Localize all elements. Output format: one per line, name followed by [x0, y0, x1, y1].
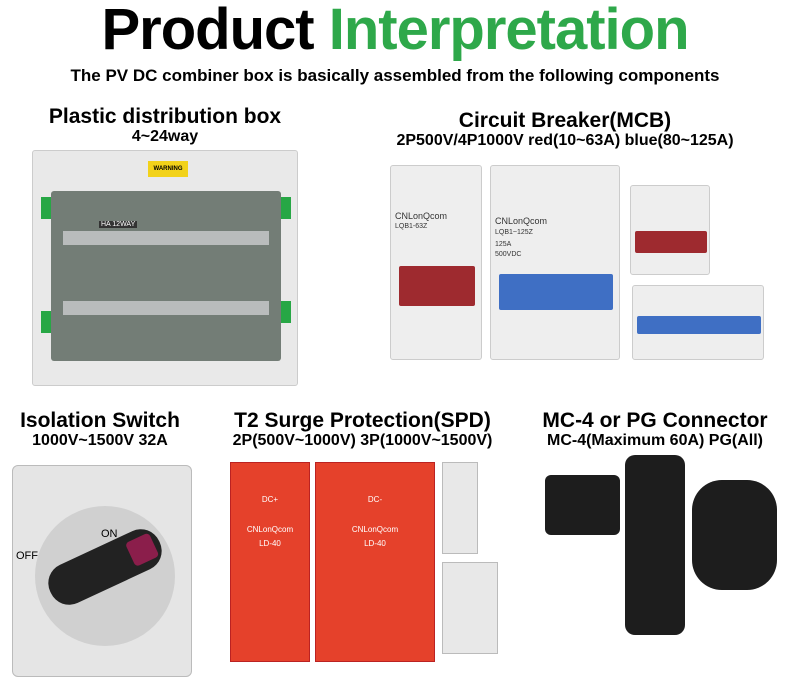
- mcb-red-4p-image: [630, 185, 710, 275]
- brand-label: CNLonQcom: [246, 525, 294, 534]
- isolation-switch-image: ON OFF: [12, 465, 192, 677]
- title-black: Product: [101, 0, 314, 62]
- section-title: T2 Surge Protection(SPD): [234, 409, 491, 432]
- box-lid: [51, 191, 281, 361]
- subtitle: The PV DC combiner box is basically asse…: [70, 66, 720, 85]
- title-green: Interpretation: [328, 0, 690, 62]
- model-label: LQB1-63Z: [395, 223, 428, 230]
- section-spec: MC-4(Maximum 60A) PG(All): [546, 432, 764, 449]
- section-title: MC-4 or PG Connector: [542, 409, 768, 432]
- brand-label: CNLonQcom: [351, 525, 399, 534]
- warning-label: WARNING: [148, 161, 188, 177]
- section-spec: 4~24way: [131, 128, 199, 145]
- blue-toggle: [499, 274, 613, 310]
- red-toggle: [635, 231, 707, 253]
- spd-gray-3p-image: [442, 562, 498, 654]
- page-title: Product Interpretation: [0, 0, 790, 63]
- din-rail: [63, 231, 269, 245]
- latch: [281, 301, 291, 323]
- rating-label: 125A: [495, 241, 512, 248]
- brand-label: CNLonQcom: [395, 211, 448, 221]
- spd-2p-image: DC+ CNLonQcom LD-40: [230, 462, 310, 662]
- spd-gray-2p-image: [442, 462, 478, 554]
- mcb-blue-4p-image: [632, 285, 764, 360]
- model-label: LQB1~125Z: [495, 229, 533, 236]
- section-spd-header: T2 Surge Protection(SPD)2P(500V~1000V) 3…: [200, 410, 525, 450]
- section-title: Plastic distribution box: [48, 105, 282, 128]
- section-title: Circuit Breaker(MCB): [458, 109, 672, 132]
- dc-plus-label: DC+: [261, 495, 279, 504]
- pg-connector-image: [692, 480, 777, 590]
- section-title: Isolation Switch: [20, 409, 180, 432]
- ways-label: HA 12WAY: [99, 221, 138, 228]
- mcb-red-2p-image: CNLonQcom LQB1-63Z: [390, 165, 482, 360]
- section-spec: 2P(500V~1000V) 3P(1000V~1500V): [232, 432, 493, 449]
- dc-minus-label: DC-: [367, 495, 383, 504]
- blue-toggle: [637, 316, 761, 334]
- red-toggle: [399, 266, 475, 306]
- mc4-connector-image: [545, 475, 620, 535]
- section-mcb-header: Circuit Breaker(MCB)2P500V/4P1000V red(1…: [340, 110, 790, 150]
- voltage-label: 500VDC: [495, 251, 522, 258]
- model-label: LD-40: [259, 539, 281, 548]
- off-label: OFF: [16, 550, 38, 562]
- latch: [41, 197, 51, 219]
- distribution-box-image: WARNING HA 12WAY: [32, 150, 298, 386]
- latch: [281, 197, 291, 219]
- mcb-blue-2p-image: CNLonQcom LQB1~125Z 125A 500VDC: [490, 165, 620, 360]
- mc4-connector-pair-image: [625, 455, 685, 635]
- section-spec: 2P500V/4P1000V red(10~63A) blue(80~125A): [396, 132, 734, 149]
- model-label: LD-40: [364, 539, 386, 548]
- on-label: ON: [101, 528, 118, 540]
- latch: [41, 311, 51, 333]
- brand-label: CNLonQcom: [495, 216, 548, 226]
- spd-3p-image: DC- CNLonQcom LD-40: [315, 462, 435, 662]
- din-rail: [63, 301, 269, 315]
- section-spec: 1000V~1500V 32A: [32, 432, 168, 449]
